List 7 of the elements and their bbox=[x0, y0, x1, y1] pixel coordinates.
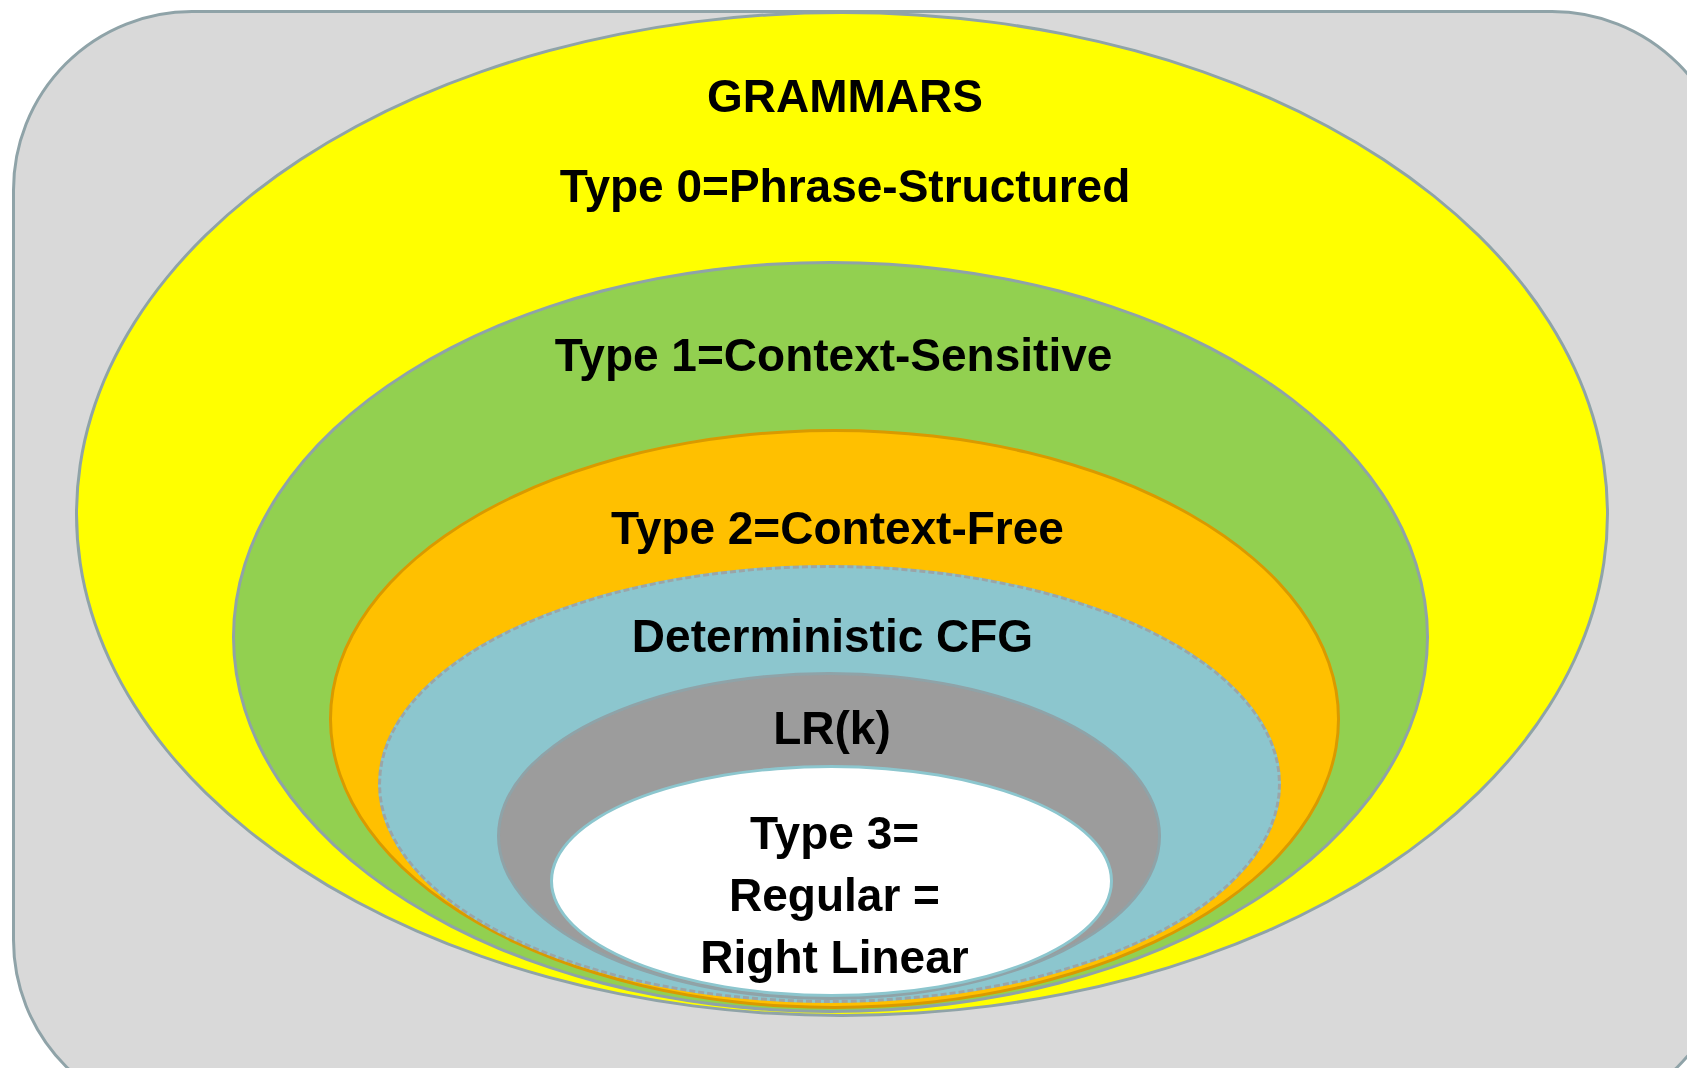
ellipse-label: Type 0=Phrase-Structured bbox=[558, 159, 1132, 214]
ellipse-label: LR(k) bbox=[772, 701, 892, 756]
ellipse-label: Type 1=Context-Sensitive bbox=[553, 328, 1114, 383]
ellipse-label: Type 3= Regular = Right Linear bbox=[699, 806, 970, 985]
ellipse-label: Type 2=Context-Free bbox=[610, 501, 1065, 556]
ellipse-label: GRAMMARS bbox=[706, 69, 984, 124]
ellipse-label: Deterministic CFG bbox=[630, 609, 1035, 664]
